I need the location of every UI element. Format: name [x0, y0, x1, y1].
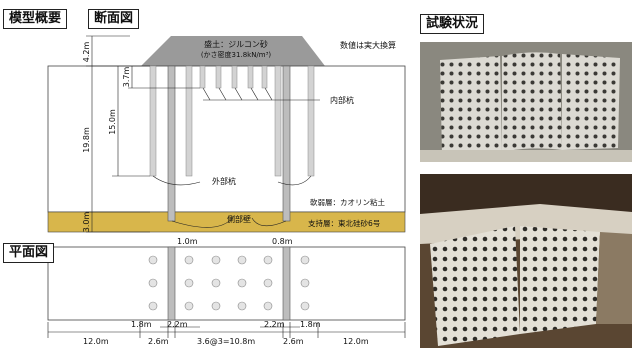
fill-label-1: 盛土：ジルコン砂: [204, 39, 268, 49]
plan-pile: [148, 255, 158, 265]
dim-2-2-left: 2.2m: [167, 320, 188, 329]
plan-wall: [167, 246, 176, 321]
dim-19-8: 19.8m: [82, 127, 91, 153]
ground-box: [47, 65, 406, 213]
dim-4-2: 4.2m: [82, 42, 91, 63]
plan-pile: [184, 301, 194, 311]
plan-pile: [237, 278, 247, 288]
dim-3-7: 3.7m: [122, 67, 131, 88]
test-status-label: 試験状況: [420, 14, 485, 34]
model-overview-label: 模型概要: [3, 9, 68, 29]
dim-2-6-right: 2.6m: [283, 337, 304, 346]
inner-pile: [261, 65, 268, 89]
outer-pile: [274, 65, 282, 177]
plan-wall: [282, 246, 291, 321]
plan-pile: [300, 255, 310, 265]
inner-pile: [199, 65, 206, 89]
plan-pile: [263, 278, 273, 288]
side-wall-label: 側部壁: [227, 214, 251, 224]
dim-2-6-left: 2.6m: [148, 337, 169, 346]
embankment-fill: [141, 36, 325, 66]
plan-pile: [148, 278, 158, 288]
dim-1-0: 1.0m: [177, 237, 198, 246]
scale-note: 数値は実大換算: [340, 40, 396, 50]
plan-pile: [237, 255, 247, 265]
dim-center: 3.6@3=10.8m: [197, 337, 255, 346]
dim-12-0-left: 12.0m: [83, 337, 109, 346]
dim-2-2-right: 2.2m: [264, 320, 285, 329]
inner-pile-label: 内部杭: [330, 95, 354, 105]
outer-pile-label: 外部杭: [212, 176, 236, 186]
side-wall: [282, 65, 291, 222]
plan-pile: [263, 255, 273, 265]
outer-pile: [149, 65, 157, 177]
plan-pile: [184, 278, 194, 288]
inner-pile: [215, 65, 222, 89]
support-layer-label: 支持層：東北硅砂6号: [308, 218, 380, 228]
inner-pile: [231, 65, 238, 89]
plan-pile: [211, 278, 221, 288]
plan-pile: [300, 301, 310, 311]
dim-0-8: 0.8m: [272, 237, 293, 246]
plan-pile: [148, 301, 158, 311]
dim-12-0-right: 12.0m: [343, 337, 369, 346]
dim-1-8-right: 1.8m: [300, 320, 321, 329]
side-wall: [167, 65, 176, 222]
plan-box: [47, 246, 406, 321]
support-layer: [47, 211, 406, 233]
soft-layer-label: 軟弱層：カオリン粘土: [310, 197, 385, 207]
outer-pile: [307, 65, 315, 177]
plan-pile: [263, 301, 273, 311]
dim-15-0: 15.0m: [108, 109, 117, 135]
excavated-model-photo: [420, 174, 632, 348]
section-view-label: 断面図: [88, 9, 140, 29]
inner-pile: [247, 65, 254, 89]
plan-pile: [237, 301, 247, 311]
fill-label-2: (かさ密度31.8kN/m³): [201, 50, 272, 59]
plan-pile: [211, 255, 221, 265]
plan-pile: [300, 278, 310, 288]
plan-pile: [211, 301, 221, 311]
dim-3-0: 3.0m: [82, 212, 91, 233]
dim-1-8-left: 1.8m: [131, 320, 152, 329]
plan-view-label: 平面図: [3, 243, 55, 263]
perforated-panel-photo: [420, 42, 632, 162]
plan-pile: [184, 255, 194, 265]
outer-pile: [185, 65, 193, 177]
